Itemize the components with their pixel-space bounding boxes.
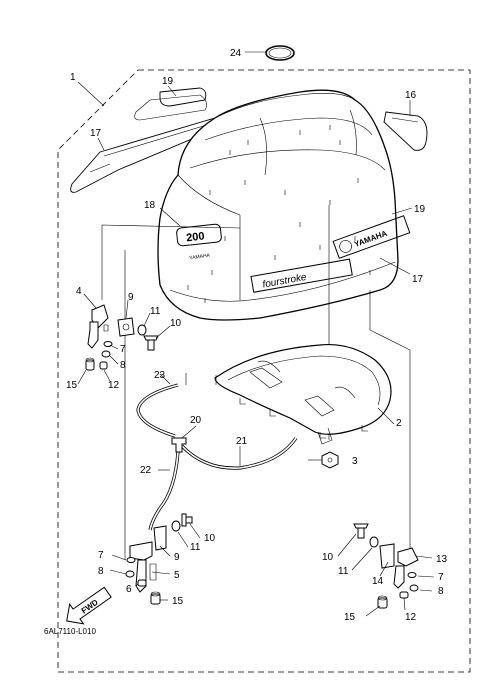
callout-11-right: 11 [338, 566, 349, 577]
callout-10-upper: 10 [170, 318, 182, 329]
part-washer-12-upper [99, 361, 108, 370]
callout-1: 1 [70, 72, 76, 83]
part-nut-3 [321, 451, 339, 469]
callout-12-upper: 12 [108, 380, 120, 391]
callout-20: 20 [190, 415, 202, 426]
cowling-badge-text: YAMAHA [189, 253, 211, 262]
callout-5: 5 [174, 570, 180, 581]
callout-23: 23 [154, 370, 166, 381]
callout-8-right: 8 [438, 586, 444, 597]
part-grommet-15-upper [85, 357, 95, 371]
leader-cowling-right [369, 290, 411, 560]
part-bottom-tray [214, 343, 392, 445]
callout-21: 21 [236, 436, 248, 447]
callout-15-right: 15 [344, 612, 356, 623]
callout-16: 16 [405, 90, 417, 101]
part-bracket-9-upper [117, 317, 135, 337]
callout-10-lower: 10 [204, 533, 216, 544]
part-joint-20 [171, 437, 187, 453]
part-washer-12-right [399, 591, 409, 599]
callout-15-lower: 15 [172, 596, 184, 607]
callout-8-lower: 8 [98, 566, 104, 577]
cowling-power-digits: 200 [186, 230, 206, 244]
callout-15-upper: 15 [66, 380, 78, 391]
callout-10-right: 10 [322, 552, 334, 563]
callout-19-right: 19 [414, 204, 426, 215]
part-nut-8-right [409, 584, 419, 592]
part-bracket-14-right [379, 543, 395, 569]
callout-11-upper: 11 [150, 306, 161, 317]
callout-2: 2 [396, 418, 402, 429]
callout-13: 13 [436, 554, 448, 565]
part-o-ring [265, 45, 295, 61]
assembly-boundary [57, 69, 471, 673]
part-washer-7-right [407, 572, 417, 578]
part-washer-12-lower [137, 579, 147, 587]
part-collar-11-right [369, 536, 379, 548]
callout-4: 4 [76, 286, 82, 297]
callout-3: 3 [352, 456, 358, 467]
callout-7-lower: 7 [98, 550, 104, 561]
fwd-arrow-icon: FWD [66, 586, 112, 625]
part-hook-right-lower [393, 547, 419, 589]
part-hose-23 [136, 383, 179, 438]
callout-numbers: 24 1 19 16 17 18 19 17 4 9 11 10 7 8 15 … [66, 48, 448, 623]
part-collar-11-lower [171, 520, 181, 532]
callout-17-left: 17 [90, 128, 102, 139]
callout-14: 14 [372, 576, 384, 587]
callout-12-right: 12 [405, 612, 417, 623]
callout-9-upper: 9 [128, 292, 134, 303]
callout-11-lower: 11 [190, 542, 201, 553]
part-washer-7-lower [126, 557, 136, 563]
callout-19-left: 19 [162, 76, 174, 87]
callout-18: 18 [144, 200, 156, 211]
callout-7-right: 7 [438, 572, 444, 583]
callout-24: 24 [230, 48, 242, 59]
part-nut-8-lower [125, 570, 135, 578]
part-grommet-15-right [377, 595, 388, 609]
diagram-code: 6AL7110-L010 [44, 627, 96, 636]
part-grommet-15-lower [150, 591, 161, 605]
part-decal-16 [383, 111, 428, 151]
part-bolt-10-lower [181, 513, 193, 527]
leader-cowling-left [101, 224, 241, 300]
callout-7-upper: 7 [120, 344, 126, 355]
part-bracket-9-lower [153, 525, 167, 551]
part-collar-11-upper [137, 324, 147, 336]
callout-17-right: 17 [412, 274, 424, 285]
part-hook-left-upper [87, 304, 109, 349]
part-washer-7-upper [103, 341, 113, 347]
callout-8-upper: 8 [120, 360, 126, 371]
part-nut-8-upper [101, 350, 111, 358]
part-bolt-10-right [353, 523, 369, 539]
part-top-cowling: 200 YAMAHA YAMAHA fourstroke [157, 89, 411, 321]
callout-leaders [77, 51, 435, 617]
part-bolt-10-upper [143, 335, 159, 351]
callout-6: 6 [126, 584, 132, 595]
callout-9-lower: 9 [174, 552, 180, 563]
callout-22: 22 [140, 465, 152, 476]
